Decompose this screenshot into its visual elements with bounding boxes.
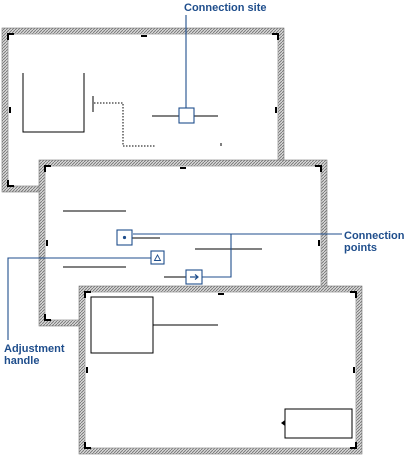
connection-points-callout: [116, 229, 342, 285]
adjustment-handle-callout: [7, 250, 165, 340]
connection-site-label: Connection site: [184, 2, 267, 14]
connection-site-callout: [178, 15, 195, 124]
frame-bottom: [78, 285, 363, 455]
adjustment-handle-label: Adjustment handle: [4, 343, 65, 367]
connection-site-box: [178, 107, 195, 124]
connection-points-label: Connection points: [344, 230, 404, 254]
adjustment-handle-icon: [150, 250, 165, 265]
